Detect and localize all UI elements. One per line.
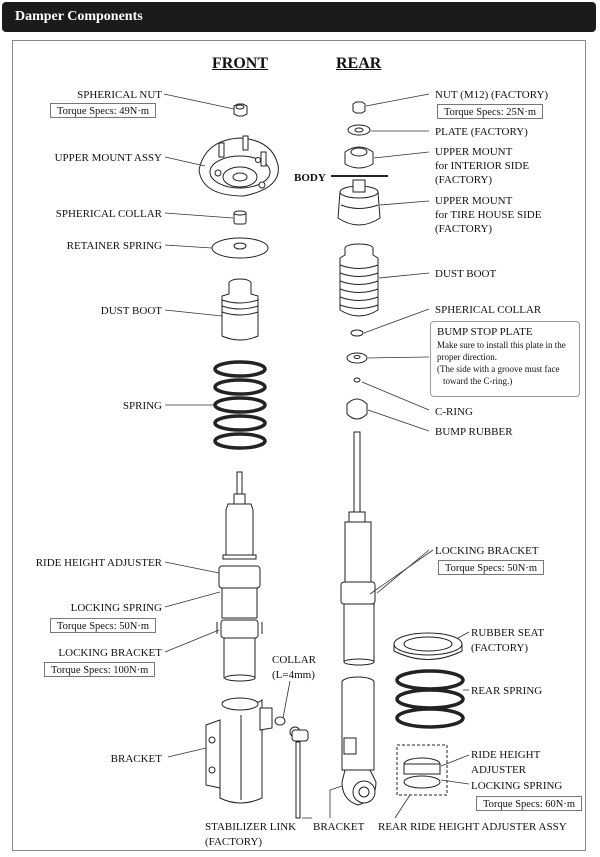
upper-mount-interior-label-1: UPPER MOUNT <box>435 146 513 158</box>
rear-nut-torque: Torque Specs: 25N·m <box>437 104 543 119</box>
front-dust-boot-part <box>221 278 259 341</box>
rear-spherical-collar-part <box>350 329 364 337</box>
upper-mount-tire-label-2: for TIRE HOUSE SIDE <box>435 209 542 221</box>
rear-spring-part <box>395 669 465 729</box>
bump-stop-note-line-1: Make sure to install this plate in the <box>437 340 566 350</box>
upper-mount-tire-label-1: UPPER MOUNT <box>435 195 513 207</box>
front-locking-bracket-torque: Torque Specs: 100N·m <box>44 662 156 677</box>
rear-section-title: REAR <box>336 55 382 72</box>
bump-stop-note-line-3: (The side with a groove must face <box>437 364 560 374</box>
rear-c-ring-part <box>353 377 361 383</box>
front-spherical-collar-part <box>233 210 247 225</box>
rear-dust-boot-label: DUST BOOT <box>435 268 497 280</box>
rear-locking-bracket-label: LOCKING BRACKET <box>435 545 539 557</box>
front-spherical-collar-label: SPHERICAL COLLAR <box>55 208 162 220</box>
rear-dust-boot-part <box>339 243 379 317</box>
rear-bracket-part <box>341 676 377 806</box>
bump-rubber-label: BUMP RUBBER <box>435 426 513 438</box>
rear-rubber-seat-part <box>393 632 463 660</box>
rear-nut-part <box>352 101 366 114</box>
front-bracket-label: BRACKET <box>110 753 162 765</box>
front-bracket-part <box>205 697 273 804</box>
upper-mount-interior-label-3: (FACTORY) <box>435 174 493 186</box>
rear-plate-part <box>347 124 371 136</box>
spring-label: SPRING <box>122 400 162 412</box>
front-locking-bracket-label: LOCKING BRACKET <box>58 647 162 659</box>
front-upper-mount-part <box>198 135 279 197</box>
rear-nut-label: NUT (M12) (FACTORY) <box>435 89 549 101</box>
bump-stop-note-line-4: toward the C-ring.) <box>443 376 513 386</box>
rear-upper-mount-interior-part <box>344 146 374 169</box>
rear-locking-spring-torque: Torque Specs: 60N·m <box>476 796 582 811</box>
bump-stop-plate-note: BUMP STOP PLATE Make sure to install thi… <box>430 321 580 397</box>
upper-mount-interior-label-2: for INTERIOR SIDE <box>435 160 530 172</box>
rear-ride-height-adjuster-label-1: RIDE HEIGHT <box>471 749 541 761</box>
leader-lines <box>163 93 470 819</box>
rear-spherical-collar-label: SPHERICAL COLLAR <box>435 304 542 316</box>
c-ring-label: C-RING <box>435 406 473 418</box>
bump-stop-note-line-2: proper direction. <box>437 352 497 362</box>
body-label: BODY <box>294 172 326 184</box>
rear-ride-height-adjuster-assy-label: REAR RIDE HEIGHT ADJUSTER ASSY <box>378 821 567 833</box>
retainer-spring-label: RETAINER SPRING <box>66 240 162 252</box>
collar-label: COLLAR <box>272 654 316 666</box>
rear-ride-height-adjuster-part <box>396 744 448 796</box>
rear-bump-stop-plate-part <box>346 352 368 364</box>
rubber-seat-label-1: RUBBER SEAT <box>471 627 545 639</box>
rear-upper-mount-tire-part <box>337 179 381 226</box>
rear-locking-bracket-torque: Torque Specs: 50N·m <box>438 560 544 575</box>
stabilizer-link-label: STABILIZER LINK <box>205 821 297 833</box>
front-section-title: FRONT <box>212 55 268 72</box>
front-collar-part <box>274 716 286 726</box>
rear-ride-height-adjuster-label-2: ADJUSTER <box>471 764 527 776</box>
front-retainer-spring-part <box>211 237 269 259</box>
ride-height-adjuster-label: RIDE HEIGHT ADJUSTER <box>35 557 162 569</box>
front-spherical-nut-part <box>233 103 248 117</box>
rear-bump-rubber-part <box>346 398 368 420</box>
upper-mount-tire-label-3: (FACTORY) <box>435 223 493 235</box>
front-locking-spring-label: LOCKING SPRING <box>70 602 162 614</box>
stabilizer-link-part <box>289 726 309 819</box>
front-spring-part <box>213 360 267 450</box>
page-title: Damper Components <box>15 9 143 24</box>
spherical-nut-torque: Torque Specs: 49N·m <box>50 103 156 118</box>
collar-length-label: (L=4mm) <box>272 669 315 681</box>
bump-stop-plate-title: BUMP STOP PLATE <box>437 326 533 338</box>
front-damper-part <box>216 471 263 682</box>
front-locking-spring-torque: Torque Specs: 50N·m <box>50 618 156 633</box>
rear-locking-spring-label: LOCKING SPRING <box>471 780 563 792</box>
front-dust-boot-label: DUST BOOT <box>100 305 162 317</box>
rubber-seat-label-2: (FACTORY) <box>471 642 529 654</box>
rear-bracket-label: BRACKET <box>313 821 365 833</box>
stabilizer-link-factory-label: (FACTORY) <box>205 836 263 848</box>
upper-mount-assy-label: UPPER MOUNT ASSY <box>54 152 162 164</box>
page-header: Damper Components <box>2 2 596 32</box>
diagram-frame <box>12 40 586 851</box>
rear-spring-label: REAR SPRING <box>471 685 543 697</box>
spherical-nut-label: SPHERICAL NUT <box>77 89 162 101</box>
rear-damper-part <box>340 431 376 666</box>
rear-plate-label: PLATE (FACTORY) <box>435 126 528 138</box>
